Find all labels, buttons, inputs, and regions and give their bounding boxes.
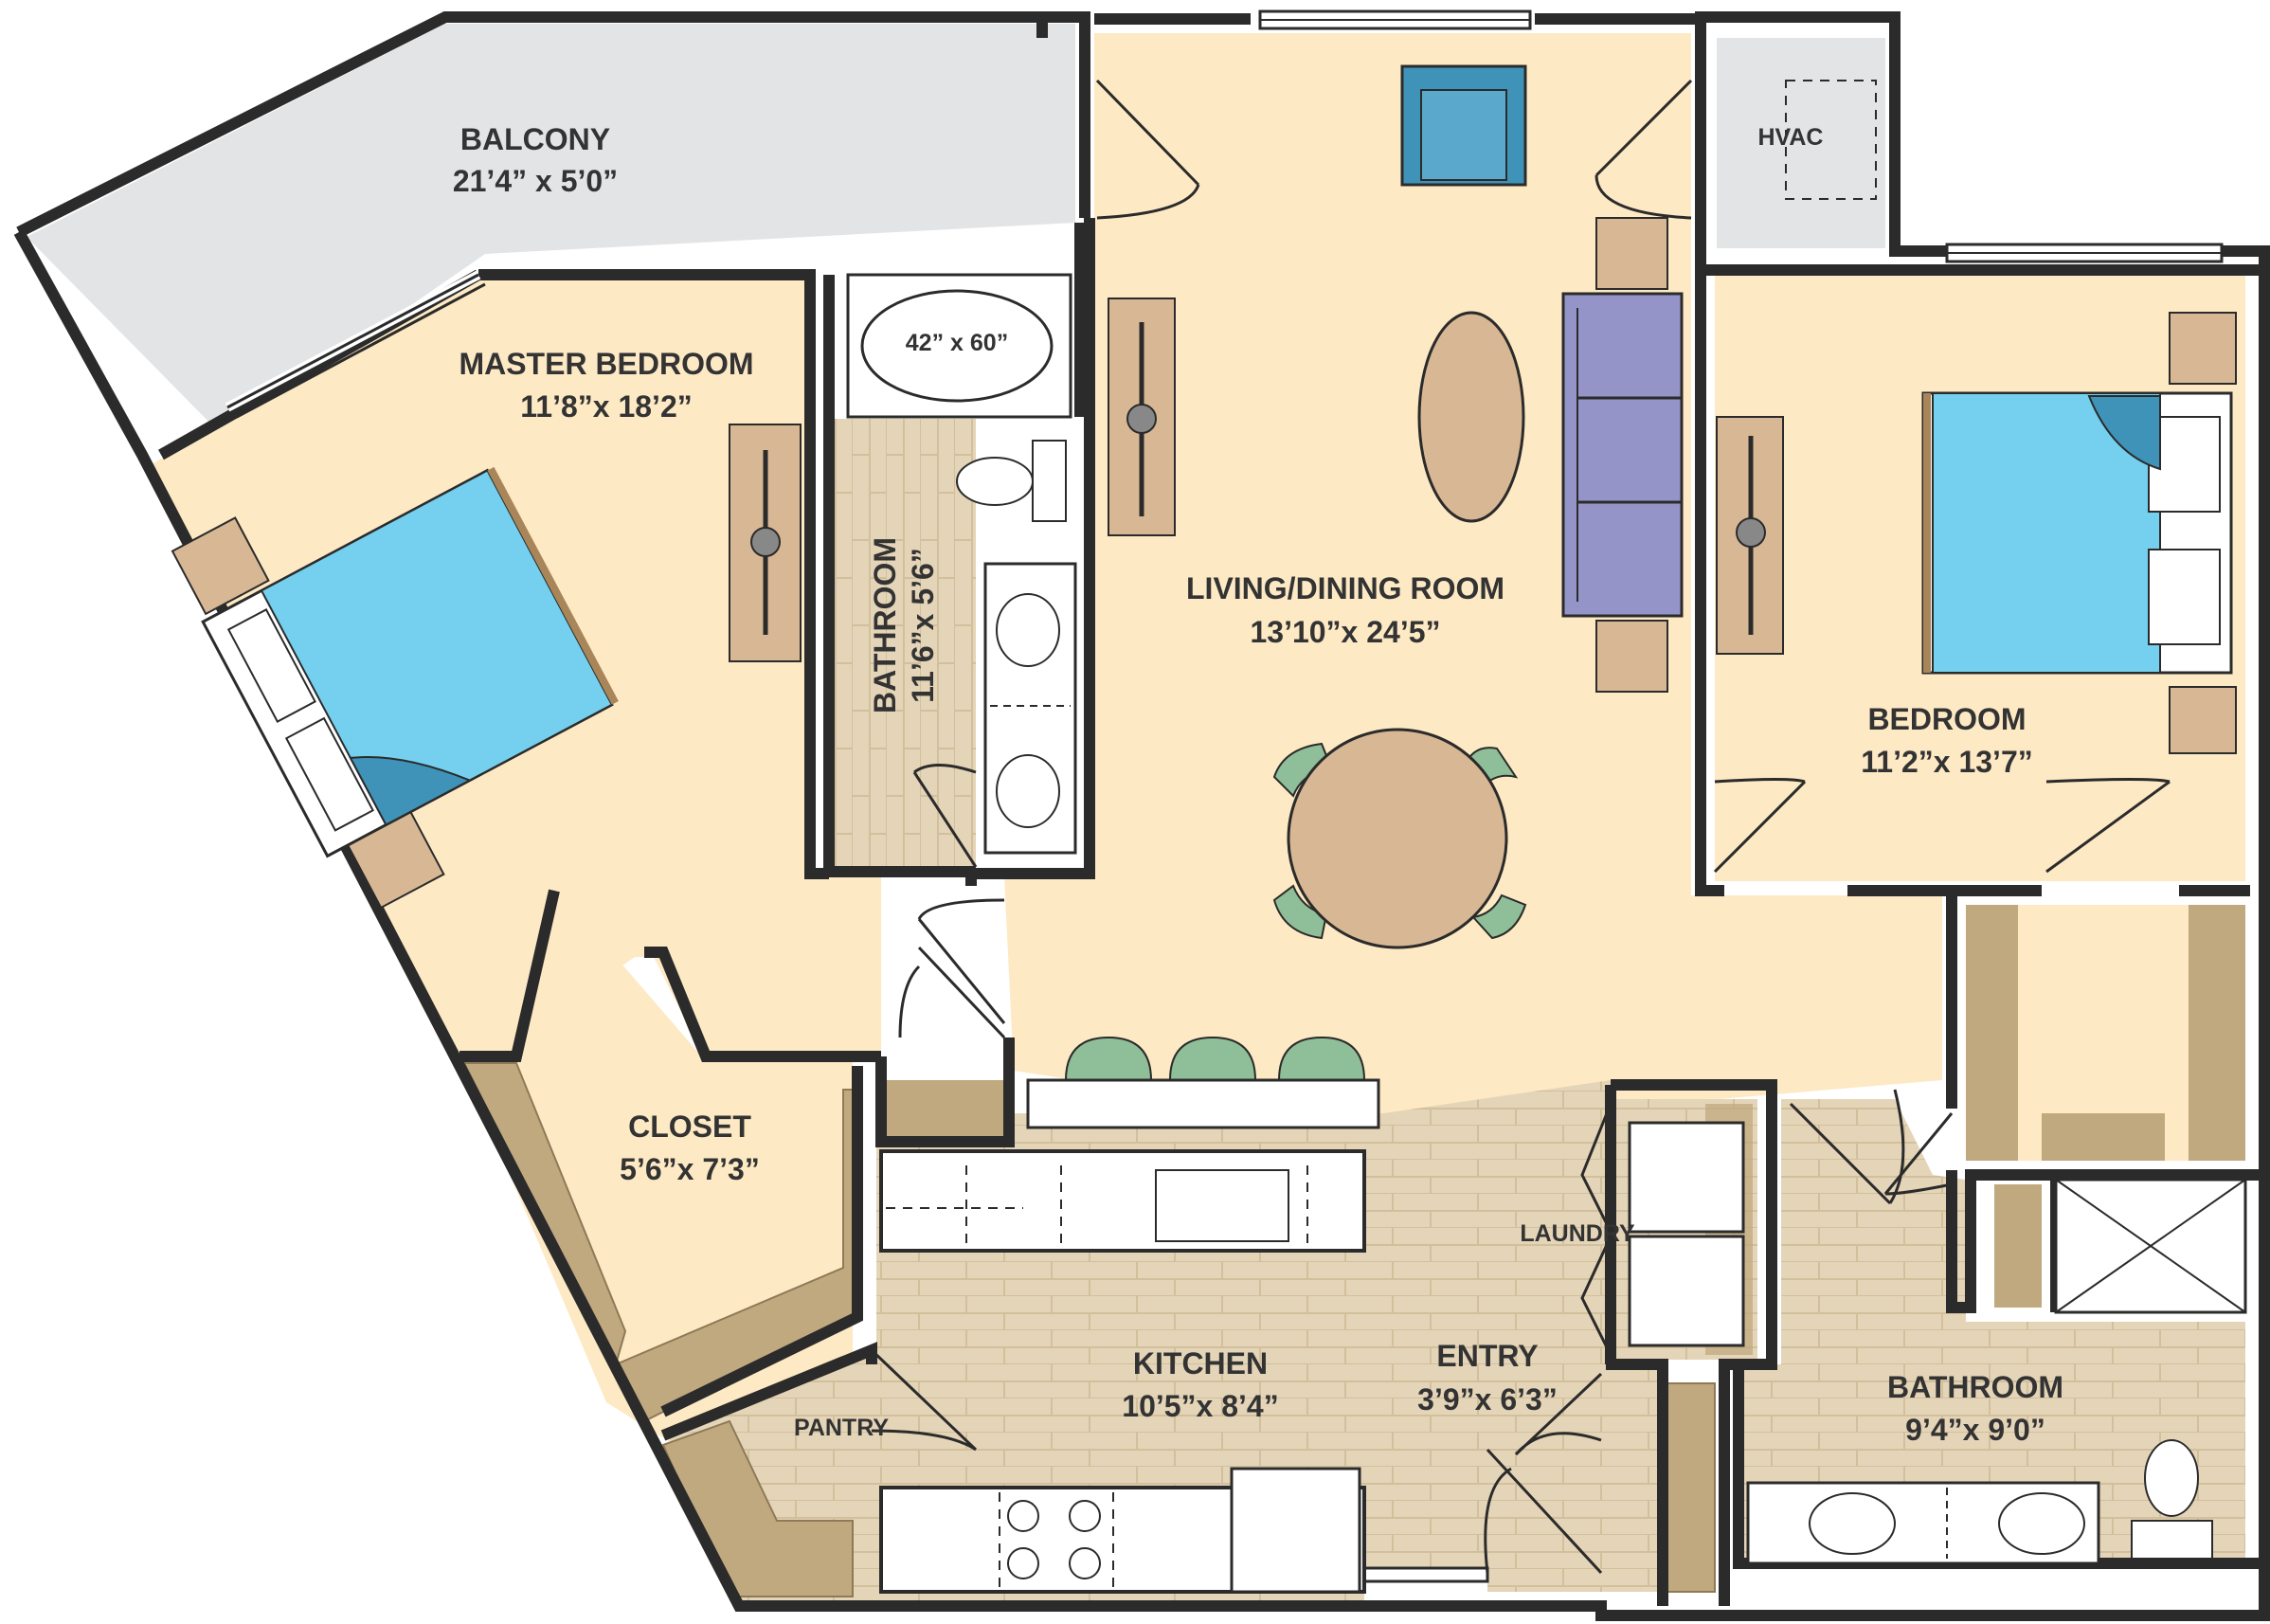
kitchen-counter-bottom <box>879 1467 1366 1594</box>
vanity-1-icon <box>983 562 1077 855</box>
end-table-top <box>1595 217 1668 290</box>
bathroom-1-dims: 11’6”x 5’6” <box>906 548 940 703</box>
bedroom-closet-shelf-bottom <box>2042 1113 2165 1161</box>
balcony-floor <box>27 24 1075 436</box>
walls <box>13 11 2270 1621</box>
master-bedroom-dims: 11’8”x 18’2” <box>520 389 692 424</box>
kitchen-counter-top <box>879 1149 1366 1253</box>
tv-console-bedroom <box>1716 416 1784 655</box>
kitchen-dims: 10’5”x 8’4” <box>1122 1389 1278 1423</box>
bathtub-icon <box>846 273 1072 419</box>
entry-closet-shelf <box>1666 1382 1716 1593</box>
kitchen-label: KITCHEN <box>1133 1346 1268 1380</box>
closet-label: CLOSET <box>628 1110 751 1144</box>
small-closet-floor <box>886 1080 1009 1142</box>
door-swings <box>514 79 2171 1575</box>
balcony-dims: 21’4” x 5’0” <box>453 164 618 198</box>
master-bedroom-label: MASTER BEDROOM <box>459 347 753 381</box>
bedroom-label: BEDROOM <box>1867 702 2026 736</box>
tv-console-master <box>729 424 802 662</box>
entry-label: ENTRY <box>1436 1339 1538 1373</box>
hvac-label: HVAC <box>1758 124 1824 151</box>
washer-dryer-icon <box>1628 1121 1745 1347</box>
entry-dims: 3’9”x 6’3” <box>1417 1382 1558 1416</box>
sofa-icon <box>1561 292 1684 618</box>
laundry-label: LAUNDRY <box>1520 1220 1635 1247</box>
bathroom-1-floor <box>824 417 976 870</box>
master-bed-icon <box>171 466 619 910</box>
toilet-2-icon <box>2131 1439 2213 1560</box>
balcony-label: BALCONY <box>460 122 610 156</box>
bathroom-2-dims: 9’4”x 9’0” <box>1905 1413 2045 1447</box>
tub-size-label: 42” x 60” <box>906 330 1008 356</box>
bedroom-closet-shelf-right <box>2189 905 2245 1161</box>
living-dining-dims: 13’10”x 24’5” <box>1250 615 1440 649</box>
bar-stools <box>1064 1036 1366 1081</box>
window-entry <box>1362 1566 1489 1583</box>
pantry-label: PANTRY <box>794 1415 889 1441</box>
bar-counter <box>1026 1078 1380 1129</box>
vanity-2-icon <box>1746 1481 2100 1565</box>
dining-table-icon <box>1272 728 1527 949</box>
closet-dims: 5’6”x 7’3” <box>620 1152 760 1186</box>
shower-icon <box>2054 1178 2247 1314</box>
tv-console-living <box>1108 298 1176 536</box>
bedroom-closet-shelf-left <box>1966 905 2018 1161</box>
armchair-icon <box>1400 64 1527 187</box>
coffee-table-icon <box>1417 311 1525 523</box>
living-dining-floor <box>1004 33 1942 1128</box>
bathroom-1-label: BATHROOM <box>868 537 902 713</box>
bedroom-bed-icon <box>1921 312 2237 754</box>
toilet-icon <box>956 440 1067 522</box>
linen-closet-shelf <box>1994 1184 2042 1308</box>
end-table-bottom <box>1595 620 1668 693</box>
bathroom-2-label: BATHROOM <box>1887 1370 2063 1404</box>
living-dining-label: LIVING/DINING ROOM <box>1186 571 1504 605</box>
bedroom-dims: 11’2”x 13’7” <box>1861 745 2032 779</box>
hvac-floor <box>1717 38 1885 248</box>
bathroom-2-floor <box>1739 1099 2245 1568</box>
